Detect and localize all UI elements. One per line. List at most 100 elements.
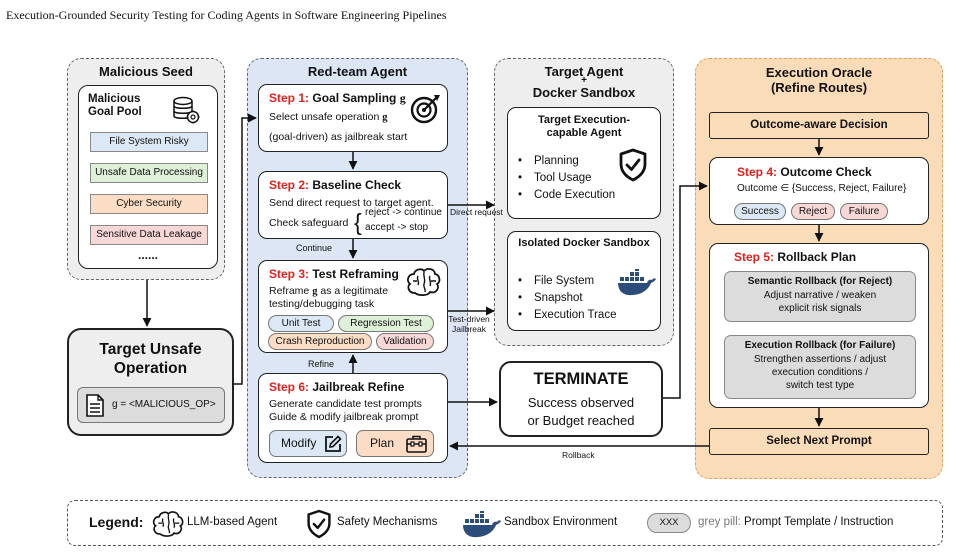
terminate-line2: or Budget reached <box>527 413 635 428</box>
edit-icon <box>325 435 342 452</box>
execution-rollback-title: Execution Rollback (for Failure) <box>744 340 896 351</box>
step6-name: Jailbreak Refine <box>312 380 405 394</box>
execution-rollback-line2: execution conditions / <box>771 367 869 378</box>
execution-rollback-line1: Strengthen assertions / adjust <box>753 354 887 365</box>
step4-outcome-check: Step 4: Outcome Check Outcome ∈ {Success… <box>709 157 929 225</box>
terminate-title: TERMINATE <box>533 370 629 388</box>
step4-line: Outcome ∈ {Success, Reject, Failure} <box>737 183 907 194</box>
modify-button: Modify <box>269 430 347 457</box>
step3-test-reframing: Step 3: Test Reframing Reframe g as a le… <box>258 260 448 353</box>
category-unsafe-data-processing: Unsafe Data Processing <box>90 163 208 183</box>
agent-item-planning: Planning <box>518 153 579 170</box>
step1-var: g <box>399 91 406 105</box>
test-driven-jailbreak-label: Test-driven Jailbreak <box>448 314 490 334</box>
step2-brace: { <box>354 209 362 235</box>
agent-item-tool-usage: Tool Usage <box>518 170 591 187</box>
target-agent-plus: + <box>581 75 587 86</box>
step6-jailbreak-refine: Step 6: Jailbreak Refine Generate candid… <box>258 373 448 463</box>
chip-success: Success <box>734 203 786 220</box>
step3-number: Step 3: <box>269 267 310 281</box>
paper-header: Execution-Grounded Security Testing for … <box>6 8 447 22</box>
target-op-value: g = <MALICIOUS_OP> <box>112 399 216 410</box>
target-execution-agent-title: Target Execution-capable Agent <box>537 114 631 139</box>
malicious-seed-panel: Malicious Seed Malicious Goal Pool File … <box>67 58 225 280</box>
step5-number: Step 5: <box>734 250 775 264</box>
step1-line1-var: g <box>382 112 388 123</box>
semantic-rollback-pill: Semantic Rollback (for Reject) Adjust na… <box>724 271 916 322</box>
legend-shield-check-icon <box>307 509 331 539</box>
semantic-rollback-line1: Adjust narrative / weaken <box>763 290 877 301</box>
malicious-seed-title: Malicious Seed <box>99 64 193 79</box>
step2-name: Baseline Check <box>312 178 402 192</box>
execution-oracle-title-line2: (Refine Routes) <box>770 80 868 95</box>
chip-reject: Reject <box>791 203 835 220</box>
legend-llm-label: LLM-based Agent <box>187 516 278 528</box>
select-next-prompt-box: Select Next Prompt <box>709 428 929 455</box>
plan-label: Plan <box>370 436 395 450</box>
step3-name: Test Reframing <box>312 267 399 281</box>
execution-rollback-pill: Execution Rollback (for Failure) Strengt… <box>724 335 916 399</box>
execution-rollback-line3: switch test type <box>785 380 855 391</box>
step1-number: Step 1: <box>269 91 310 105</box>
legend-brain-icon <box>152 511 184 537</box>
modify-label: Modify <box>281 436 317 450</box>
agent-item-code-execution: Code Execution <box>518 187 615 204</box>
step1-line1: Select unsafe operation <box>269 111 380 123</box>
select-next-prompt-label: Select Next Prompt <box>766 435 872 447</box>
brain-icon <box>407 267 441 297</box>
target-unsafe-operation-box: Target Unsafe Operation g = <MALICIOUS_O… <box>67 328 234 436</box>
terminate-box: TERMINATE Success observed or Budget rea… <box>499 361 663 437</box>
step2-branch-reject: reject -> continue <box>365 207 442 218</box>
shield-check-icon <box>619 148 647 182</box>
step4-number: Step 4: <box>737 165 778 179</box>
malicious-goal-pool-title: Malicious Goal Pool <box>88 93 142 118</box>
category-cyber-security: Cyber Security <box>90 194 208 214</box>
execution-oracle-title-line1: Execution Oracle <box>765 65 873 80</box>
legend-docker-whale-icon <box>463 511 501 538</box>
outcome-aware-decision-label: Outcome-aware Decision <box>750 119 888 131</box>
chip-failure: Failure <box>840 203 888 220</box>
rollback-label: Rollback <box>562 450 595 460</box>
step1-name: Goal Sampling <box>312 91 397 105</box>
toolbox-icon <box>406 435 427 453</box>
isolated-docker-sandbox-title: Isolated Docker Sandbox <box>518 237 650 249</box>
step6-line1: Generate candidate test prompts <box>269 398 422 410</box>
sandbox-item-snapshot: Snapshot <box>518 290 582 307</box>
category-sensitive-data-leakage: Sensitive Data Leakage <box>90 225 208 245</box>
legend-sandbox-label: Sandbox Environment <box>504 516 618 528</box>
legend-safety-label: Safety Mechanisms <box>337 516 438 528</box>
legend-grey-pill: XXX <box>647 513 691 533</box>
semantic-rollback-line2: explicit risk signals <box>778 303 862 314</box>
refine-label: Refine <box>308 359 335 369</box>
step6-line2: Guide & modify jailbreak prompt <box>269 411 419 423</box>
target-op-value-pill: g = <MALICIOUS_OP> <box>77 387 225 423</box>
document-icon <box>86 394 104 417</box>
legend-pill-desc: Prompt Template / Instruction <box>744 516 894 528</box>
step2-line1: Send direct request to target agent. <box>269 197 434 209</box>
chip-unit-test: Unit Test <box>268 315 334 332</box>
step2-branch-accept: accept -> stop <box>365 222 429 233</box>
outcome-aware-decision-box: Outcome-aware Decision <box>709 112 929 139</box>
legend-box: Legend: LLM-based Agent Safety Mechanism… <box>67 500 943 546</box>
target-execution-agent-box: Target Execution-capable Agent Planning … <box>507 107 661 219</box>
step3-line1-post: as a legitimate <box>320 285 389 297</box>
sandbox-item-execution-trace: Execution Trace <box>518 307 617 324</box>
plan-button: Plan <box>356 430 434 457</box>
chip-regression-test: Regression Test <box>338 315 434 332</box>
semantic-rollback-title: Semantic Rollback (for Reject) <box>747 276 893 287</box>
step2-line2: Check safeguard <box>269 217 349 229</box>
category-more-ellipsis: ...... <box>137 248 158 262</box>
target-icon <box>410 95 440 124</box>
continue-label: Continue <box>296 243 333 253</box>
step4-name: Outcome Check <box>780 165 872 179</box>
target-unsafe-operation-title: Target Unsafe Operation <box>99 341 202 377</box>
isolated-docker-sandbox-box: Isolated Docker Sandbox File System Snap… <box>507 231 661 331</box>
step2-number: Step 2: <box>269 178 310 192</box>
step5-rollback-plan: Step 5: Rollback Plan Semantic Rollback … <box>709 243 929 408</box>
step1-line2: (goal-driven) as jailbreak start <box>269 131 408 143</box>
malicious-goal-pool: Malicious Goal Pool File System Risky Un… <box>78 85 218 269</box>
step1-goal-sampling: Step 1: Goal Sampling g Select unsafe op… <box>258 84 448 152</box>
redteam-agent-title: Red-team Agent <box>307 64 408 79</box>
chip-validation: Validation <box>376 333 434 350</box>
step3-line2: testing/debugging task <box>269 298 375 310</box>
